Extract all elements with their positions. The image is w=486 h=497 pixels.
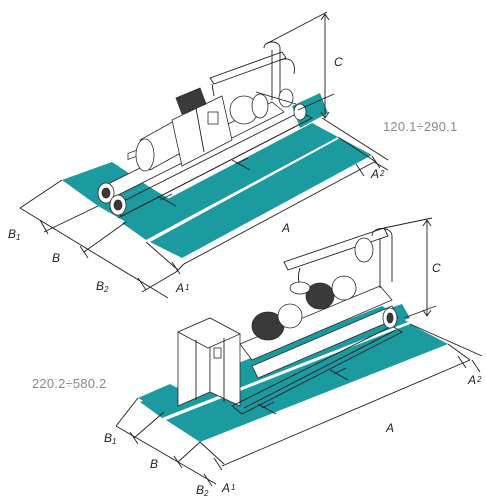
dim-b-bottom: B bbox=[150, 457, 158, 471]
dim-b2-sub-top: 2 bbox=[103, 285, 109, 294]
service-zone-side-2 bbox=[166, 324, 448, 442]
dim-a2-top: A bbox=[370, 167, 379, 181]
dim-a-bottom: A bbox=[385, 421, 394, 435]
dim-c-top: C bbox=[334, 55, 343, 69]
dim-b2-top: B bbox=[96, 279, 104, 293]
dim-b2-bottom: B bbox=[196, 483, 204, 497]
dim-a1-sub-bottom: 1 bbox=[231, 483, 235, 492]
dim-b-top: B bbox=[52, 251, 60, 265]
dim-a1-top: A bbox=[175, 281, 184, 295]
dim-a2-bottom: A bbox=[467, 373, 476, 387]
dim-c-bottom: C bbox=[432, 261, 441, 275]
dim-a1-bottom: A bbox=[221, 481, 230, 495]
dim-a2-sub-bottom: 2 bbox=[476, 375, 482, 384]
chiller-unit-top bbox=[97, 41, 313, 219]
model-range-top: 120.1÷290.1 bbox=[383, 119, 458, 134]
chiller-unit-bottom bbox=[177, 227, 403, 415]
dim-a1-sub-top: 1 bbox=[185, 283, 189, 292]
service-zone-front-strip bbox=[122, 123, 338, 240]
model-range-bottom: 220.2÷580.2 bbox=[32, 376, 107, 391]
dim-b2-sub-bottom: 2 bbox=[203, 489, 209, 497]
dim-a-top: A bbox=[281, 221, 290, 235]
dim-b1-sub-top: 1 bbox=[16, 233, 20, 242]
dim-a2-sub-top: 2 bbox=[379, 169, 385, 178]
dim-b1-bottom: B bbox=[104, 431, 112, 445]
dim-b1-top: B bbox=[8, 227, 16, 241]
dimension-lines-top bbox=[19, 11, 389, 299]
dim-b1-sub-bottom: 1 bbox=[112, 437, 116, 446]
dimension-lines-bottom bbox=[115, 217, 483, 487]
service-zone-side bbox=[150, 138, 372, 258]
